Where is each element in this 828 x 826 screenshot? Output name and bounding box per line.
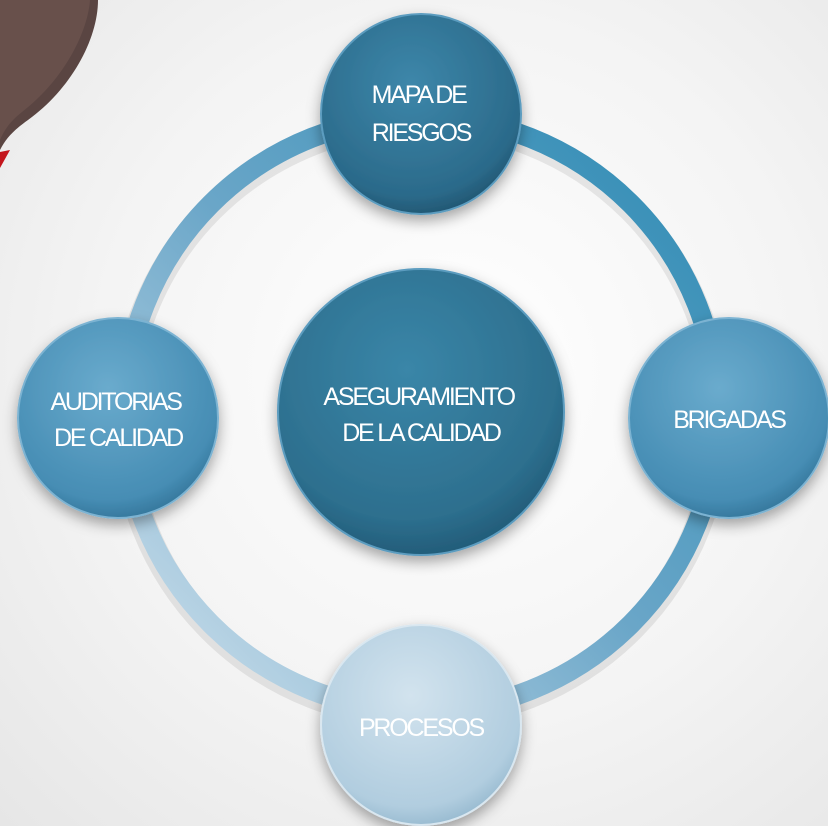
node-procesos: PROCESOS bbox=[320, 624, 522, 826]
svg-text:MAPA DE RIESGOS: MAPA DE RIESGOS bbox=[372, 81, 472, 147]
corner-decoration bbox=[0, 0, 98, 168]
left-node-label-line1: AUDITORIAS bbox=[50, 388, 182, 416]
bottom-node-label: PROCESOS bbox=[359, 714, 485, 742]
svg-text:ASEGURAMIENTO DE LA CALI: ASEGURAMIENTO DE LA CALIDAD bbox=[323, 383, 518, 447]
right-node-label: BRIGADAS bbox=[673, 406, 786, 434]
center-label-line1: ASEGURAMIENTO bbox=[323, 383, 515, 411]
svg-text:AUDITORIAS DE CALIDAD: AUDITORIAS DE CALIDAD bbox=[50, 388, 185, 452]
top-node-label-line2: RIESGOS bbox=[372, 119, 472, 147]
node-mapa-de-riesgos: MAPA DE RIESGOS bbox=[320, 13, 522, 215]
center-label-line2: DE LA CALIDAD bbox=[342, 419, 501, 447]
left-node-label-line2: DE CALIDAD bbox=[54, 424, 183, 452]
center-node: ASEGURAMIENTO DE LA CALIDAD bbox=[277, 268, 565, 556]
node-auditorias-de-calidad: AUDITORIAS DE CALIDAD bbox=[17, 317, 219, 519]
top-node-label-line1: MAPA DE bbox=[372, 81, 467, 109]
node-brigadas: BRIGADAS bbox=[628, 317, 828, 519]
